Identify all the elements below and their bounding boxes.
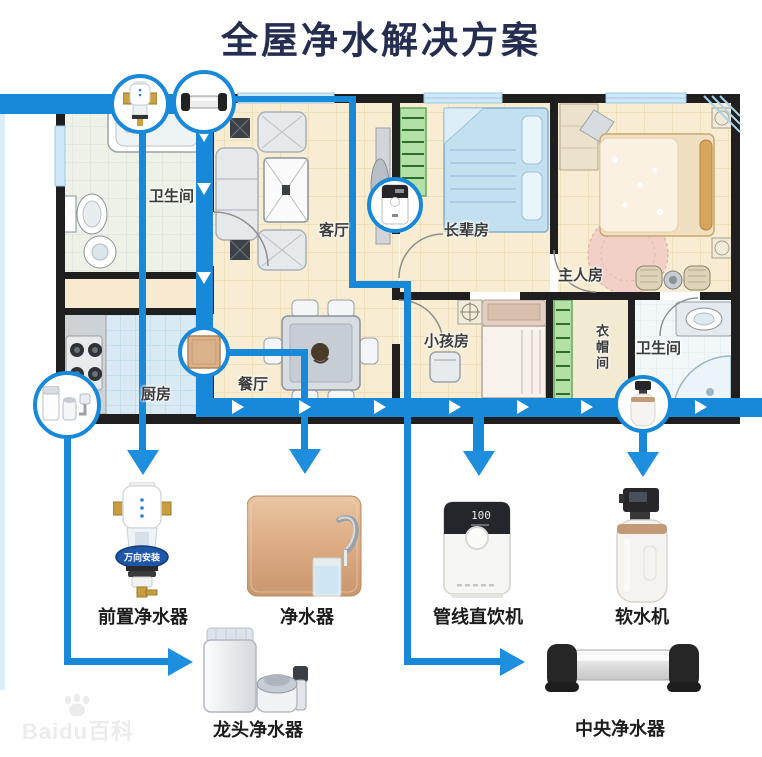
pipe-central-run-v1	[349, 96, 356, 288]
product-central-purifier	[541, 638, 705, 703]
flow-arrow-right-icon	[449, 400, 461, 414]
flow-arrow-right-icon	[299, 400, 311, 414]
hub-prefilter	[110, 74, 170, 134]
flow-arrow-down-icon	[197, 183, 211, 195]
room-label-cloak: 衣帽间	[594, 324, 609, 372]
flow-arrow-right-icon	[232, 400, 244, 414]
pipe-purifier-branch-h	[226, 349, 308, 356]
hub-central-purifier	[172, 70, 236, 134]
hub-softener	[614, 375, 672, 433]
label-pipeline: 管线直饮机	[433, 607, 523, 627]
flow-arrow-down-icon	[197, 272, 211, 284]
pipe-softener-stub	[639, 430, 647, 454]
arrow-to-pipeline-icon	[463, 451, 495, 476]
elders-room-furniture	[399, 107, 549, 233]
prefilter-badge-text: 万向安装	[123, 552, 161, 563]
label-purifier: 净水器	[280, 607, 334, 627]
label-prefilter: 前置净水器	[98, 607, 188, 627]
pipe-faucet-run-h	[64, 658, 170, 665]
flow-arrow-right-icon	[374, 400, 386, 414]
pipe-central-run-v2	[404, 281, 411, 665]
purifier-device-icon	[187, 335, 221, 369]
room-label-elders: 长辈房	[444, 222, 490, 239]
hub-purifier	[178, 326, 230, 378]
product-faucet-purifier	[200, 626, 312, 719]
room-label-kids: 小孩房	[424, 333, 470, 350]
room-label-bathroom-2: 卫生间	[636, 340, 682, 357]
flow-arrow-right-icon	[581, 400, 593, 414]
label-faucet: 龙头净水器	[213, 720, 303, 740]
arrow-to-prefilter-icon	[127, 450, 159, 475]
softener-device-icon	[630, 381, 656, 427]
room-label-kitchen: 厨房	[141, 386, 172, 403]
floorplan	[48, 84, 748, 432]
product-softener	[616, 486, 668, 609]
label-softener: 软水机	[615, 607, 669, 627]
arrow-to-central-icon	[500, 648, 525, 676]
pipeline-display-value: 100	[471, 509, 491, 522]
left-edge-line	[0, 114, 5, 690]
pipe-central-run-h1	[349, 281, 411, 288]
flow-arrow-right-icon	[517, 400, 529, 414]
floorplan-drawing	[54, 92, 741, 424]
room-label-living: 客厅	[319, 222, 350, 239]
product-pipeline-machine: 100	[443, 500, 513, 605]
page-title: 全屋净水解决方案	[221, 20, 541, 61]
flow-arrow-right-icon	[695, 400, 707, 414]
room-label-master: 主人房	[558, 267, 604, 284]
room-label-bathroom-1: 卫生间	[149, 188, 195, 205]
hub-faucet-purifier	[33, 371, 101, 439]
pipe-central-run-h2	[404, 658, 502, 665]
pipe-prefilter-drop	[139, 130, 146, 452]
hub-pipeline-machine	[367, 177, 423, 233]
arrow-to-softener-icon	[627, 452, 659, 477]
pipe-faucet-run-v	[64, 436, 71, 663]
arrow-to-purifier-icon	[289, 449, 321, 474]
arrow-to-faucet-icon	[168, 648, 193, 676]
master-room-furniture	[559, 103, 733, 295]
central-purifier-device-icon	[181, 93, 227, 111]
watermark-text: Baidu百科	[22, 719, 135, 744]
room-label-dining: 餐厅	[238, 376, 269, 393]
label-central: 中央净水器	[575, 719, 665, 739]
faucet-purifier-device-icon	[42, 386, 91, 421]
product-prefilter: 万向安装	[112, 481, 173, 607]
prefilter-device-icon	[123, 81, 157, 126]
watermark: Baidu百科	[22, 694, 134, 746]
baidu-paw-icon	[64, 694, 90, 717]
product-purifier	[246, 488, 367, 605]
pipeline-machine-device-icon	[381, 184, 409, 225]
door-arcs	[213, 211, 699, 345]
pipe-top-feed	[206, 96, 356, 102]
pipe-pipeline-stub	[473, 415, 484, 453]
